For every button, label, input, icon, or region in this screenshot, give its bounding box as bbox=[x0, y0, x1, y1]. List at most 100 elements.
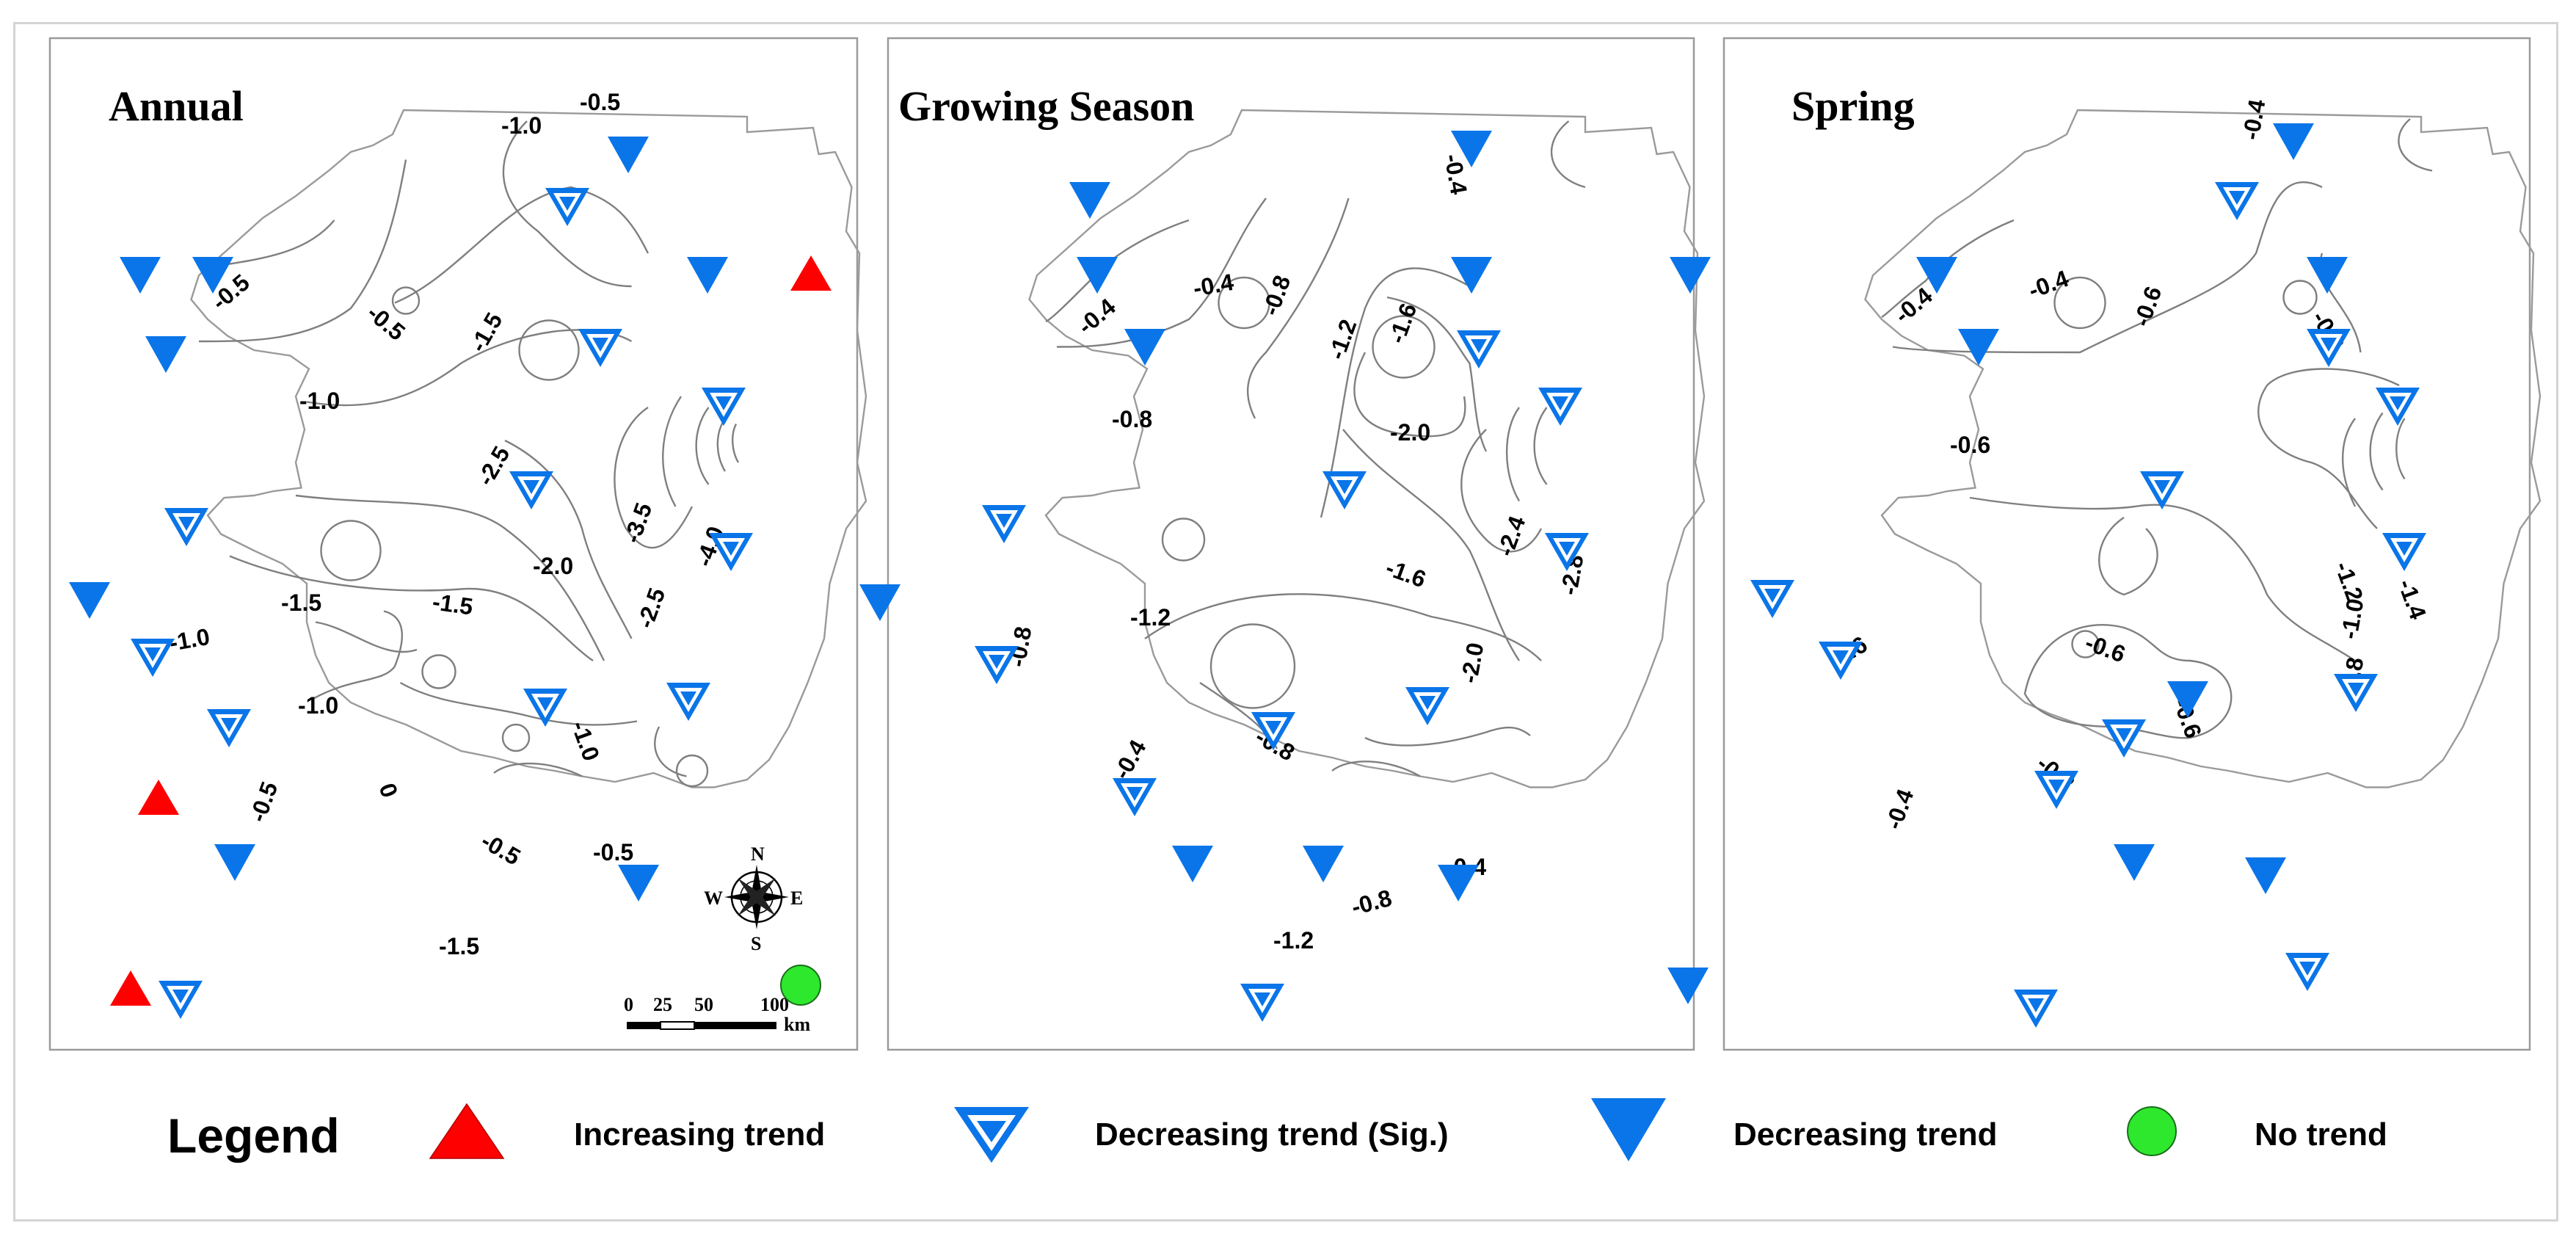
decreasing-trend-marker bbox=[2114, 844, 2155, 881]
contour-label: -1.0 bbox=[501, 112, 542, 139]
south-label: S bbox=[751, 933, 761, 954]
no-trend-marker bbox=[780, 965, 821, 1006]
north-label: N bbox=[751, 843, 765, 865]
decreasing-sig-trend-marker bbox=[1545, 533, 1589, 571]
contour-label: -0.5 bbox=[593, 839, 633, 865]
legend-label: Increasing trend bbox=[574, 1117, 825, 1153]
decreasing-sig-trend-marker bbox=[2334, 674, 2378, 712]
decreasing-sig-trend-marker bbox=[2014, 990, 2058, 1028]
decreasing-sig-trend-marker bbox=[2307, 329, 2351, 367]
decreasing-trend-marker bbox=[2245, 857, 2286, 894]
legend-item-increasing: Increasing trend bbox=[429, 1103, 825, 1159]
decreasing-trend-marker bbox=[608, 137, 649, 173]
decreasing-sig-trend-marker bbox=[2034, 771, 2078, 809]
decreasing-sig-trend-marker bbox=[2382, 533, 2426, 571]
isolines bbox=[1045, 120, 1586, 777]
contour-label: -1.5 bbox=[431, 588, 475, 620]
isolines bbox=[198, 120, 740, 788]
contour-label: -0.8 bbox=[1112, 406, 1152, 432]
decreasing-sig-trend-marker bbox=[2376, 388, 2420, 426]
decreasing-sig-trend-marker bbox=[509, 471, 553, 509]
contour-label: -1.2 bbox=[1273, 927, 1314, 954]
decreasing-trend-marker bbox=[1958, 329, 1999, 366]
decreasing-trend-marker bbox=[1667, 968, 1709, 1004]
decreasing-trend-marker bbox=[214, 844, 255, 881]
decreasing-sig-trend-marker bbox=[975, 646, 1019, 684]
decreasing-sig-trend-marker bbox=[2215, 182, 2259, 220]
decreasing-sig-trend-marker bbox=[1251, 712, 1295, 750]
decreasing-trend-marker bbox=[120, 257, 161, 294]
decreasing-trend-marker bbox=[1670, 257, 1711, 294]
panel-title: Spring bbox=[1791, 82, 1915, 130]
decreasing-sig-trend-marker bbox=[1538, 388, 1582, 426]
panel-annual: Annual -1.0 -0.5 -0.5 -0.5 -1.5 -1.0 -2.… bbox=[48, 37, 867, 1051]
decreasing-trend-marker bbox=[1069, 182, 1110, 219]
contour-label: -1.5 bbox=[439, 933, 479, 959]
decreasing-trend-marker bbox=[687, 257, 728, 294]
decreasing-trend-marker bbox=[2167, 681, 2208, 718]
decreasing-sig-trend-marker bbox=[1457, 330, 1501, 369]
decreasing-sig-trend-marker bbox=[1322, 471, 1367, 509]
decreasing-trend-marker bbox=[1172, 846, 1213, 882]
decreasing-sig-trend-marker bbox=[1113, 778, 1157, 816]
decreasing-trend-marker bbox=[1438, 865, 1479, 901]
decreasing-sig-trend-marker bbox=[1240, 984, 1284, 1022]
no-trend-circle-icon bbox=[2127, 1106, 2177, 1156]
decreasing-trend-marker bbox=[618, 865, 659, 901]
contour-label: -1.5 bbox=[281, 589, 321, 616]
decreasing-sig-trend-marker bbox=[982, 505, 1026, 543]
scale-tick: 100 bbox=[760, 994, 789, 1015]
contour-label: -2.0 bbox=[1390, 419, 1430, 446]
decreasing-sig-trend-marker bbox=[164, 508, 208, 546]
decreasing-sig-trend-marker bbox=[2102, 719, 2146, 758]
legend-item-decreasing-sig: Decreasing trend (Sig.) bbox=[954, 1107, 1449, 1163]
north-arrow: N S E W bbox=[704, 843, 803, 954]
decreasing-trend-marker bbox=[2273, 123, 2314, 160]
panel-growing-season: Growing Season -0.4 -0.4 -0.4 -0.8 -1.2 … bbox=[780, 37, 1706, 1051]
decreasing-sig-trend-marker bbox=[709, 533, 753, 571]
scale-bar: 0 25 50 100 km bbox=[624, 994, 810, 1035]
legend-item-decreasing: Decreasing trend bbox=[1591, 1098, 1997, 1161]
increasing-trend-marker bbox=[138, 780, 179, 815]
contour-label: -2.0 bbox=[533, 553, 573, 579]
decreasing-trend-marker bbox=[1077, 257, 1118, 294]
contour-label: -1.0 bbox=[299, 388, 340, 414]
decreasing-sig-trend-marker bbox=[666, 683, 710, 721]
decreasing-triangle-icon bbox=[1591, 1098, 1666, 1161]
contour-label: -1.2 bbox=[1130, 604, 1171, 631]
station-markers bbox=[69, 137, 753, 1019]
west-label: W bbox=[704, 888, 723, 909]
decreasing-sig-trend-marker bbox=[545, 188, 589, 226]
increasing-trend-marker bbox=[790, 255, 832, 291]
panel-spring: Spring -0.4 -0.4 -0.4 -0.6 -0.8 -0.6 -1.… bbox=[1667, 37, 2542, 1051]
contour-label: -1.0 bbox=[298, 692, 338, 719]
panel-title: Growing Season bbox=[898, 82, 1194, 130]
decreasing-sig-trend-marker bbox=[702, 388, 746, 426]
decreasing-trend-marker bbox=[1451, 131, 1492, 167]
decreasing-sig-trend-marker bbox=[578, 329, 622, 367]
legend-label: Decreasing trend (Sig.) bbox=[1095, 1117, 1449, 1153]
decreasing-trend-marker bbox=[1916, 257, 1957, 294]
decreasing-sig-trend-marker bbox=[2285, 953, 2329, 991]
decreasing-sig-trend-marker bbox=[523, 689, 567, 727]
scale-tick: 0 bbox=[624, 994, 633, 1015]
decreasing-sig-trend-marker bbox=[159, 981, 203, 1019]
decreasing-trend-marker bbox=[69, 582, 110, 619]
decreasing-trend-marker bbox=[1451, 257, 1492, 294]
east-label: E bbox=[790, 888, 803, 909]
decreasing-sig-trend-marker bbox=[1750, 580, 1794, 618]
contour-label: -0.5 bbox=[580, 89, 620, 115]
decreasing-sig-trend-marker bbox=[1405, 687, 1449, 725]
panel-title: Annual bbox=[109, 82, 244, 130]
scale-tick: 25 bbox=[653, 994, 672, 1015]
scale-tick: 50 bbox=[694, 994, 713, 1015]
decreasing-trend-marker bbox=[1303, 846, 1344, 882]
decreasing-trend-marker bbox=[145, 336, 186, 373]
increasing-triangle-icon bbox=[429, 1103, 505, 1159]
legend: Legend Increasing trend Decreasing trend… bbox=[167, 1098, 2387, 1163]
contour-label: -0.6 bbox=[1950, 432, 1990, 458]
decreasing-trend-marker bbox=[859, 584, 900, 621]
decreasing-sig-trend-marker bbox=[2140, 471, 2184, 509]
legend-label: Decreasing trend bbox=[1733, 1117, 1997, 1153]
